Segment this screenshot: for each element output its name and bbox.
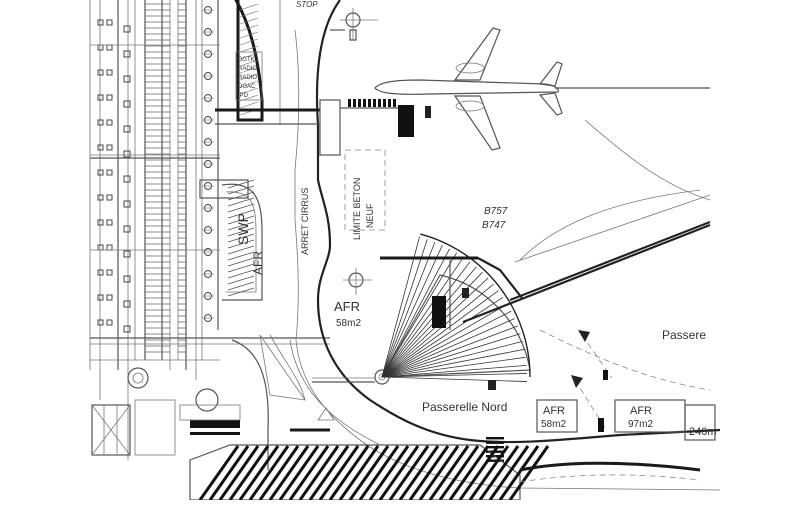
connectors [215, 99, 504, 462]
stair-grid-b [178, 3, 186, 353]
light-masts [340, 8, 378, 295]
pillar-markers [202, 6, 214, 322]
afr-box-1-area: 58m2 [541, 419, 566, 430]
legend-item: RADIO [238, 75, 257, 81]
swp-label: SWP [235, 213, 251, 245]
aircraft-type-2: B747 [482, 220, 506, 231]
bridge-head [319, 99, 341, 156]
legend-item: DGAC [238, 84, 256, 90]
afr-apron-area: 58m2 [336, 318, 361, 329]
gate-block [398, 105, 414, 137]
aircraft-silhouette [374, 27, 710, 151]
afr-apron-label: AFR [334, 299, 360, 314]
terminal-building [89, 0, 330, 460]
passenger-bridge-fan [380, 194, 711, 390]
limite-beton-label: LIMITE BETON [352, 178, 362, 240]
legend-item: RADIO [238, 66, 257, 72]
legend-item: IPD [238, 93, 249, 99]
box-3 [684, 404, 716, 441]
hatching-top [227, 3, 259, 297]
stair-core [91, 404, 131, 456]
south-hatched-zone [179, 404, 701, 501]
aircraft-type-1: B757 [484, 206, 508, 217]
ramp-markings [519, 119, 716, 441]
fan-rays [381, 233, 531, 382]
stair-grid-a [145, 3, 162, 353]
afr-box-2-label: AFR [630, 405, 652, 417]
column-bays [97, 19, 131, 333]
bridge-cab [432, 296, 446, 328]
stair-grid-c [162, 3, 170, 353]
passerelle-right-label: Passere [662, 328, 706, 342]
afr-box-1 [536, 399, 578, 433]
column-circle [127, 367, 149, 389]
afr-vertical-label: AFR [251, 251, 265, 275]
curved-structures [221, 0, 306, 470]
afr-box-1-label: AFR [543, 405, 565, 417]
legend-item: DGTK [238, 57, 255, 63]
passerelle-nord-label: Passerelle Nord [422, 400, 507, 414]
afr-box-2-area: 97m2 [628, 419, 653, 430]
box-3-area: 240m [689, 426, 717, 438]
stop-label: STOP [296, 0, 318, 9]
arret-cirrus-label: ARRET CIRRUS [300, 188, 310, 255]
neuf-label: NEUF [365, 203, 375, 228]
legend-box: DGTK RADIO RADIO DGAC IPD [235, 51, 263, 101]
